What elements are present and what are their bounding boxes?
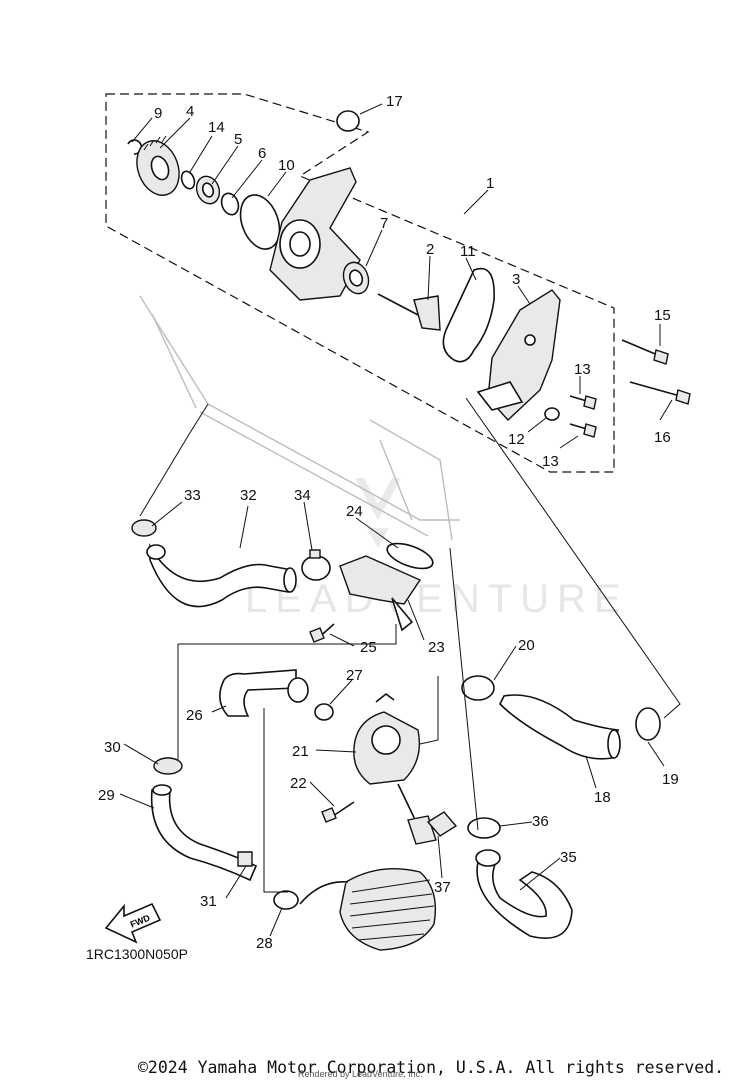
bolt-13b bbox=[569, 423, 597, 438]
fwd-arrow-icon: FWD bbox=[104, 902, 162, 944]
hose-26 bbox=[219, 669, 309, 717]
callout-19: 19 bbox=[662, 771, 679, 788]
callout-1: 1 bbox=[486, 175, 494, 192]
hose-18 bbox=[499, 694, 621, 760]
clamp-20 bbox=[461, 675, 495, 701]
callout-9: 9 bbox=[154, 105, 162, 122]
o-ring-17 bbox=[336, 110, 360, 132]
bearing-5 bbox=[195, 175, 221, 205]
callout-26: 26 bbox=[186, 707, 203, 724]
callout-32: 32 bbox=[240, 487, 257, 504]
gasket-11 bbox=[442, 267, 495, 363]
thermostat-housing-21 bbox=[353, 692, 437, 845]
oil-seal-6 bbox=[220, 192, 240, 216]
callout-25: 25 bbox=[360, 639, 377, 656]
callout-6: 6 bbox=[258, 145, 266, 162]
callout-leaders bbox=[119, 103, 673, 937]
clamp-28 bbox=[273, 890, 299, 910]
circlip-9 bbox=[127, 139, 143, 155]
clip-31 bbox=[237, 851, 253, 867]
callout-14: 14 bbox=[208, 119, 225, 136]
callout-34: 34 bbox=[294, 487, 311, 504]
callout-23: 23 bbox=[428, 639, 445, 656]
hose-29 bbox=[150, 784, 258, 882]
thermostat-cover-23 bbox=[339, 555, 422, 632]
clamp-30 bbox=[153, 757, 183, 775]
callout-27: 27 bbox=[346, 667, 363, 684]
callout-31: 31 bbox=[200, 893, 217, 910]
pump-housing bbox=[269, 167, 361, 301]
washer-14 bbox=[180, 170, 196, 190]
callout-15: 15 bbox=[654, 307, 671, 324]
mechanical-seal-7 bbox=[342, 261, 370, 295]
hose-32 bbox=[146, 542, 297, 608]
callout-29: 29 bbox=[98, 787, 115, 804]
clamp-34 bbox=[301, 549, 331, 581]
hose-35 bbox=[475, 849, 573, 939]
washer-12 bbox=[544, 407, 560, 421]
callout-7: 7 bbox=[380, 215, 388, 232]
o-ring-24 bbox=[386, 542, 434, 570]
clamp-27 bbox=[314, 703, 334, 721]
callout-2: 2 bbox=[426, 241, 434, 258]
impeller-shaft-2 bbox=[377, 293, 441, 331]
clamp-36 bbox=[467, 817, 501, 839]
callout-37: 37 bbox=[434, 879, 451, 896]
watermark-text: LEADVENTURE bbox=[245, 577, 629, 621]
copyright-notice: ©2024 Yamaha Motor Corporation, U.S.A. A… bbox=[138, 1058, 725, 1077]
callout-35: 35 bbox=[560, 849, 577, 866]
callout-13b: 13 bbox=[542, 453, 559, 470]
pump-cover-3 bbox=[476, 289, 561, 421]
callout-36: 36 bbox=[532, 813, 549, 830]
rendered-by-notice: Rendered by LeadVenture, Inc. bbox=[298, 1069, 423, 1079]
callout-10: 10 bbox=[278, 157, 295, 174]
clamp-33 bbox=[131, 519, 157, 537]
radiator-outline bbox=[139, 295, 460, 541]
callout-24: 24 bbox=[346, 503, 363, 520]
routing-lines bbox=[139, 397, 681, 893]
assembly-boundary bbox=[105, 93, 615, 473]
callout-16: 16 bbox=[654, 429, 671, 446]
bolt-25 bbox=[309, 623, 335, 643]
callout-11: 11 bbox=[460, 243, 476, 260]
callout-13a: 13 bbox=[574, 361, 591, 378]
oil-cooler bbox=[299, 867, 437, 951]
callout-20: 20 bbox=[518, 637, 535, 654]
bolt-13a bbox=[569, 395, 597, 410]
callout-17: 17 bbox=[386, 93, 403, 110]
impeller-gear-4 bbox=[136, 135, 180, 196]
callout-12: 12 bbox=[508, 431, 525, 448]
o-ring-10 bbox=[239, 194, 281, 250]
bolt-22 bbox=[321, 801, 355, 823]
callout-3: 3 bbox=[512, 271, 520, 288]
diagram-code: 1RC1300N050P bbox=[86, 946, 188, 962]
callout-numbers: 1 2 3 4 5 6 7 9 10 11 12 13 13 14 15 16 … bbox=[98, 93, 679, 952]
bolt-16 bbox=[629, 381, 691, 405]
clip-37 bbox=[426, 811, 458, 837]
callout-18: 18 bbox=[594, 789, 611, 806]
clamp-19 bbox=[635, 707, 661, 741]
callout-30: 30 bbox=[104, 739, 121, 756]
callout-28: 28 bbox=[256, 935, 273, 952]
watermark-logo: LEADVENTURE bbox=[245, 478, 629, 621]
callout-21: 21 bbox=[292, 743, 309, 760]
callout-5: 5 bbox=[234, 131, 242, 148]
callout-22: 22 bbox=[290, 775, 307, 792]
callout-33: 33 bbox=[184, 487, 201, 504]
callout-4: 4 bbox=[186, 103, 194, 120]
bolt-15 bbox=[621, 339, 669, 365]
